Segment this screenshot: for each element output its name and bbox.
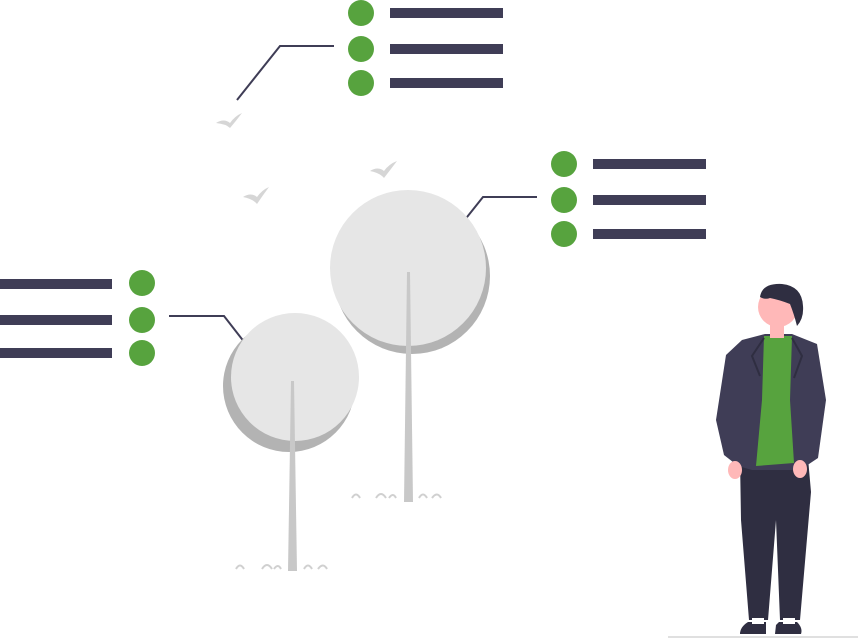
list-bar: [0, 348, 112, 358]
bullet-icon: [348, 0, 374, 26]
foliage: [231, 313, 359, 441]
connector-line: [236, 45, 334, 101]
person-legs: [740, 458, 811, 620]
grass: [235, 564, 328, 570]
list-item: [348, 36, 503, 62]
callout-top-list: [236, 0, 503, 101]
list-item: [0, 270, 155, 296]
list-bar: [593, 159, 706, 169]
list-item: [0, 307, 155, 333]
list-bar: [390, 44, 503, 54]
bird-icon: [243, 187, 269, 204]
bird-icon: [370, 161, 397, 178]
person-ankle: [783, 618, 795, 624]
callout-right-list: [439, 151, 706, 252]
foliage: [330, 190, 486, 346]
bullet-icon: [551, 151, 577, 177]
list-item: [551, 151, 706, 177]
person-ankle: [752, 618, 764, 624]
trunk: [404, 272, 413, 502]
person-hair: [760, 283, 804, 326]
list-bar: [390, 8, 503, 18]
list-bar: [0, 279, 112, 289]
person-figure: [716, 283, 826, 634]
list-item: [0, 340, 155, 366]
list-item: [551, 187, 706, 213]
person-shoe: [775, 622, 802, 634]
bullet-icon: [551, 187, 577, 213]
bullet-icon: [348, 36, 374, 62]
bird-icon: [216, 113, 242, 128]
tree-icon: [330, 190, 490, 502]
grass: [351, 493, 442, 499]
list-bar: [593, 229, 706, 239]
person-lapel: [750, 337, 804, 379]
bullet-icon: [551, 221, 577, 247]
bullet-icon: [129, 270, 155, 296]
list-item: [551, 221, 706, 247]
person-hand: [728, 461, 742, 479]
trunk: [288, 381, 297, 571]
callout-left-list: [0, 270, 267, 371]
person-shirt: [756, 336, 794, 466]
birds: [216, 113, 397, 204]
bullet-icon: [348, 70, 374, 96]
list-bar: [390, 78, 503, 88]
bullet-icon: [129, 307, 155, 333]
list-bar: [593, 195, 706, 205]
tree-icon: [223, 313, 359, 571]
list-item: [348, 70, 503, 96]
person-shoe: [740, 622, 766, 634]
person-hand: [793, 460, 807, 478]
list-bar: [0, 315, 112, 325]
list-item: [348, 0, 503, 26]
bullet-icon: [129, 340, 155, 366]
